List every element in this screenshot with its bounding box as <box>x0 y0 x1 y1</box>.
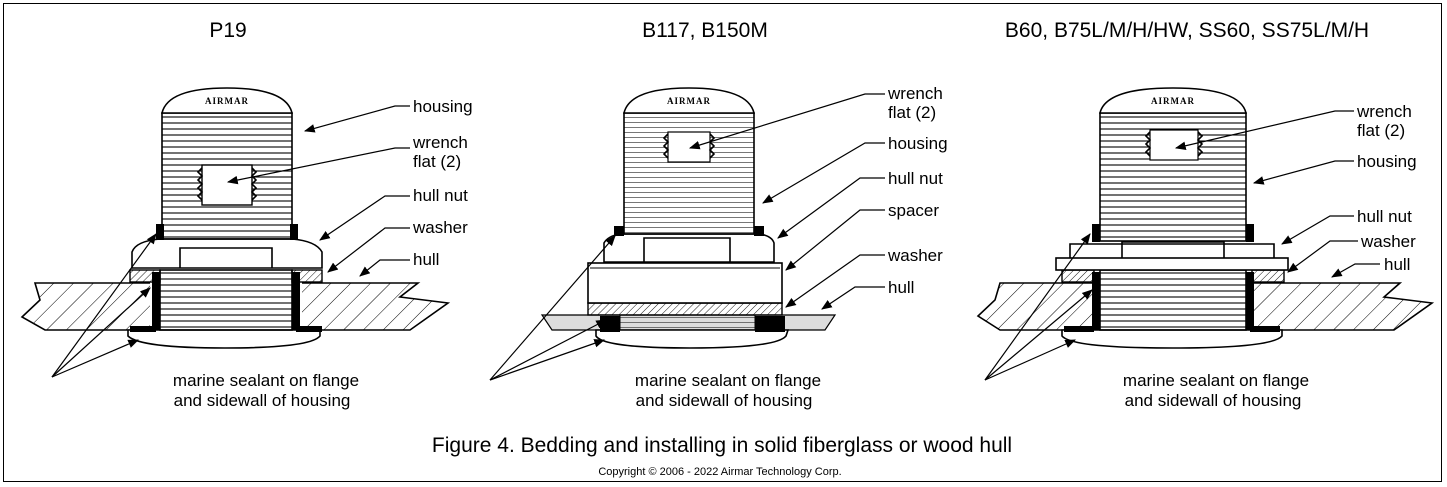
copyright: Copyright © 2006 - 2022 Airmar Technolog… <box>598 466 841 478</box>
wrench-flat <box>201 164 253 206</box>
washer <box>1061 269 1095 283</box>
label-hull: hull <box>413 250 439 269</box>
housing-flange <box>127 329 321 349</box>
housing <box>623 112 755 235</box>
label-wrench-flat: wrench <box>1356 102 1412 121</box>
hull-nut <box>131 238 323 269</box>
leader-lines <box>984 110 1380 381</box>
panel-title: B60, B75L/M/H/HW, SS60, SS75L/M/H <box>1005 19 1369 42</box>
leader-lines <box>51 105 410 378</box>
panel-b117: B117, B150M AIRMAR wrench flat (2) housi… <box>489 19 948 410</box>
leader-lines <box>489 93 885 381</box>
wrench-flat <box>667 131 711 163</box>
sealant-label: marine sealant on flange <box>1123 371 1309 390</box>
housing-dome <box>1098 87 1248 114</box>
sealant-label: marine sealant on flange <box>635 371 821 390</box>
label-wrench-flat: wrench <box>887 84 943 103</box>
housing-stem <box>1099 269 1247 331</box>
brand-logo: AIRMAR <box>667 96 711 106</box>
label-hull-nut: hull nut <box>888 169 943 188</box>
panel-p19: P19 AIRMAR housing wrench flat (2) hul <box>20 19 473 410</box>
panel-title: P19 <box>209 19 246 42</box>
label-housing: housing <box>413 97 473 116</box>
figure-caption: Figure 4. Bedding and installing in soli… <box>432 434 1012 457</box>
label-washer: washer <box>887 246 943 265</box>
label-housing: housing <box>1357 152 1417 171</box>
housing-flange <box>1061 329 1283 349</box>
label-washer: washer <box>412 218 468 237</box>
label-wrench-flat-2: flat (2) <box>413 152 461 171</box>
hull-nut <box>1055 257 1289 271</box>
label-wrench-flat-2: flat (2) <box>1357 121 1405 140</box>
housing-dome <box>622 87 756 114</box>
washer <box>129 269 161 283</box>
panel-b60: B60, B75L/M/H/HW, SS60, SS75L/M/H AIRMAR… <box>976 19 1435 410</box>
label-spacer: spacer <box>888 201 939 220</box>
label-hull: hull <box>888 278 914 297</box>
label-hull-nut: hull nut <box>1357 207 1412 226</box>
label-housing: housing <box>888 134 948 153</box>
sealant-label: marine sealant on flange <box>173 371 359 390</box>
brand-logo: AIRMAR <box>205 96 249 106</box>
housing-stem <box>159 269 293 331</box>
sealant-label-2: and sidewall of housing <box>174 391 351 410</box>
label-wrench-flat: wrench <box>412 133 468 152</box>
label-hull-nut: hull nut <box>413 186 468 205</box>
brand-logo: AIRMAR <box>1151 96 1195 106</box>
housing-flange <box>595 329 790 349</box>
label-hull: hull <box>1384 255 1410 274</box>
housing-dome <box>160 87 294 114</box>
sealant-label-2: and sidewall of housing <box>1125 391 1302 410</box>
panel-title: B117, B150M <box>642 19 768 42</box>
spacer <box>587 262 783 304</box>
label-wrench-flat-2: flat (2) <box>888 103 936 122</box>
washer <box>587 302 783 316</box>
sealant-label-2: and sidewall of housing <box>636 391 813 410</box>
figure-frame <box>3 3 1442 482</box>
label-washer: washer <box>1360 232 1416 251</box>
